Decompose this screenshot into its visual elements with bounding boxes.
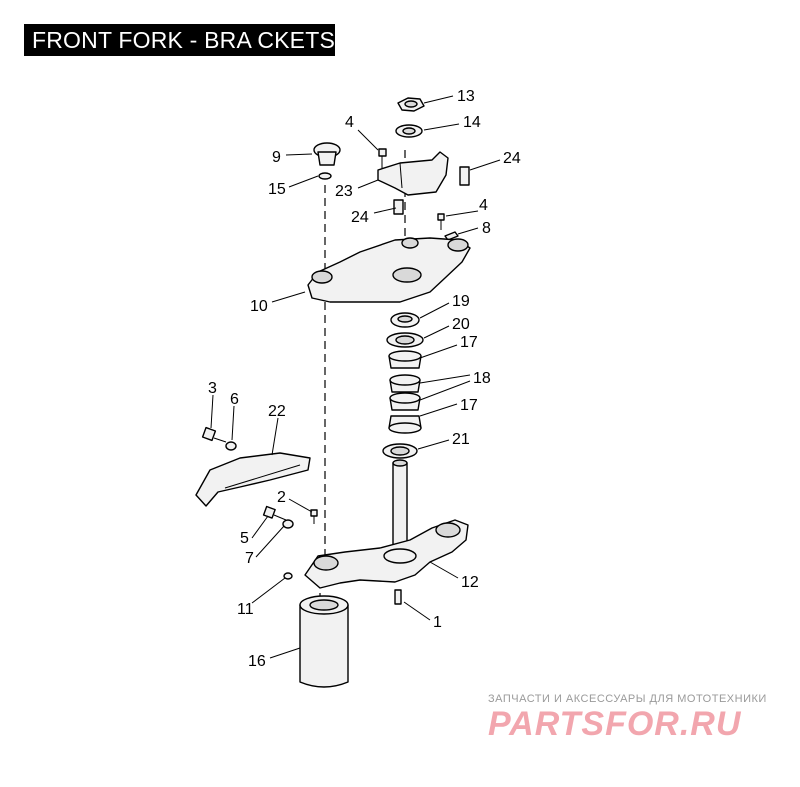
callout-12: 12 — [461, 574, 479, 591]
part-23-bracket — [377, 151, 449, 196]
part-2-screw — [310, 509, 318, 524]
callout-17-lower: 17 — [460, 397, 478, 414]
callout-7: 7 — [245, 550, 254, 567]
callout-3: 3 — [208, 380, 217, 397]
callout-15: 15 — [268, 181, 286, 198]
part-1-pin — [394, 589, 402, 605]
part-6-washer — [225, 441, 237, 451]
part-15-o-ring — [318, 172, 332, 180]
part-24-clip-lower — [393, 199, 404, 215]
part-11-fitting — [283, 572, 293, 580]
part-7-washer — [282, 519, 294, 529]
callout-8: 8 — [482, 220, 491, 237]
callout-6: 6 — [230, 391, 239, 408]
diagram-title: FRONT FORK - BRA CKETS — [24, 24, 335, 56]
callout-20: 20 — [452, 316, 470, 333]
callout-13: 13 — [457, 88, 475, 105]
callout-2: 2 — [277, 489, 286, 506]
callout-24-right: 24 — [503, 150, 521, 167]
part-19-seal — [390, 312, 420, 328]
part-4-screw-top — [378, 148, 387, 168]
part-16-tube — [299, 595, 349, 688]
callout-11: 11 — [237, 601, 254, 618]
part-14-washer — [395, 124, 423, 138]
part-9-knob — [313, 142, 341, 166]
part-10-upper-bracket — [307, 237, 471, 303]
part-4-screw-right — [437, 213, 445, 230]
watermark-tagline: ЗАПЧАСТИ И АКСЕССУАРЫ ДЛЯ МОТОТЕХНИКИ — [488, 693, 767, 705]
callout-14: 14 — [463, 114, 481, 131]
part-20-washer — [386, 332, 424, 348]
part-22-cover — [195, 452, 311, 507]
part-18-race-upper — [389, 374, 421, 393]
callout-1: 1 — [433, 614, 442, 631]
part-24-clip-right — [459, 166, 470, 186]
part-3-bolt — [201, 426, 227, 443]
callout-17-upper: 17 — [460, 334, 478, 351]
leader-lines — [210, 95, 501, 659]
part-12-lower-bracket — [304, 459, 469, 589]
callout-5: 5 — [240, 530, 249, 547]
part-21-seal — [382, 443, 418, 459]
callout-23: 23 — [335, 183, 353, 200]
callout-9: 9 — [272, 149, 281, 166]
callout-21: 21 — [452, 431, 470, 448]
callout-16: 16 — [248, 653, 266, 670]
part-17-bearing-upper — [388, 350, 422, 369]
part-18-race-lower — [389, 392, 421, 411]
callout-10: 10 — [250, 298, 268, 315]
callout-18: 18 — [473, 370, 491, 387]
callout-22: 22 — [268, 403, 286, 420]
callout-4-top: 4 — [345, 114, 354, 131]
part-13-nut — [397, 97, 425, 112]
callout-24-lower: 24 — [351, 209, 369, 226]
part-17-bearing-lower — [388, 415, 422, 434]
callout-19: 19 — [452, 293, 470, 310]
callout-4-right: 4 — [479, 197, 488, 214]
watermark-logo: PARTSFOR.RU — [488, 705, 742, 743]
